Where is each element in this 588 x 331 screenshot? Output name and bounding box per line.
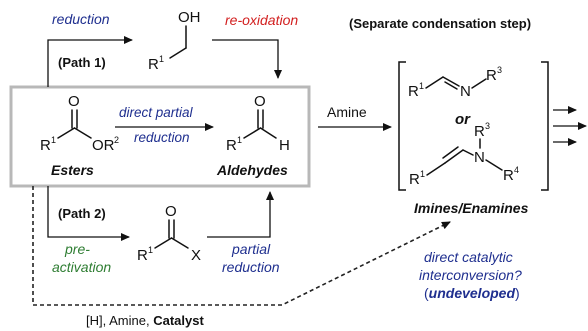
enamine-structure: R 1 N R 3 R 4	[409, 121, 519, 188]
reoxidation-arrow	[212, 39, 282, 79]
svg-text:N: N	[474, 149, 485, 166]
svg-text:1: 1	[51, 135, 56, 145]
left-bracket	[398, 61, 406, 191]
svg-text:R: R	[474, 123, 485, 140]
svg-text:O: O	[165, 203, 177, 220]
label-reagents: [H], Amine, Catalyst	[86, 313, 204, 328]
alcohol-structure: OH R 1	[148, 9, 201, 73]
label-esters: Esters	[51, 162, 94, 178]
svg-text:1: 1	[237, 135, 242, 145]
right-bracket	[541, 61, 549, 191]
label-direct-partial: direct partial	[119, 105, 194, 120]
label-undeveloped: undeveloped	[429, 285, 516, 301]
svg-text:1: 1	[159, 54, 164, 64]
paren-open: (	[424, 285, 429, 301]
label-amine: Amine	[327, 104, 367, 120]
svg-text:R: R	[409, 171, 420, 188]
label-or: or	[455, 111, 471, 128]
svg-text:R: R	[486, 67, 497, 84]
label-aldehydes: Aldehydes	[216, 162, 288, 178]
path2-arrow	[47, 186, 130, 241]
svg-text:4: 4	[514, 165, 519, 175]
label-path1: (Path 1)	[58, 55, 106, 70]
label-undeveloped-line: (undeveloped)	[424, 285, 520, 301]
reagents-prefix: [H], Amine,	[86, 313, 153, 328]
label-separate-step: (Separate condensation step)	[349, 16, 531, 31]
label-re-oxidation: re-oxidation	[225, 12, 298, 28]
svg-text:X: X	[191, 247, 201, 264]
svg-text:3: 3	[497, 65, 502, 75]
svg-text:2: 2	[114, 135, 119, 145]
paren-close: )	[515, 285, 520, 301]
svg-text:O: O	[68, 93, 80, 110]
svg-text:H: H	[279, 137, 290, 154]
label-imines-enamines: Imines/Enamines	[414, 200, 529, 216]
label-direct-catalytic: direct catalytic	[424, 249, 513, 265]
svg-text:N: N	[460, 83, 471, 100]
svg-text:R: R	[408, 83, 419, 100]
svg-text:3: 3	[485, 121, 490, 131]
label-interconversion: interconversion?	[419, 267, 522, 283]
svg-text:O: O	[254, 93, 266, 110]
path1-arrow	[47, 36, 133, 87]
label-pre: pre-	[64, 241, 90, 257]
svg-text:R: R	[40, 137, 51, 154]
svg-text:R: R	[503, 167, 514, 184]
svg-text:R: R	[137, 247, 148, 264]
acyl-x-structure: O R 1 X	[137, 203, 201, 264]
dashed-catalytic-arrow	[32, 186, 451, 306]
partial-reduction-arrow	[207, 191, 274, 238]
label-reduction: reduction	[52, 11, 110, 27]
ester-aldehyde-box	[9, 85, 311, 188]
label-partial: partial	[231, 241, 271, 257]
svg-text:R: R	[226, 137, 237, 154]
svg-text:OR: OR	[92, 137, 115, 154]
label-reduction-2: reduction	[134, 130, 190, 145]
svg-text:R: R	[148, 56, 159, 73]
svg-text:1: 1	[420, 169, 425, 179]
svg-text:1: 1	[148, 245, 153, 255]
label-activation: activation	[52, 259, 111, 275]
aldehyde-structure: O R 1 H	[226, 93, 290, 154]
label-catalyst: Catalyst	[153, 313, 204, 328]
svg-text:1: 1	[419, 81, 424, 91]
label-path2: (Path 2)	[58, 206, 106, 221]
imine-structure: R 1 N R 3	[408, 65, 502, 100]
ester-structure: O R 1 OR 2	[40, 93, 119, 154]
label-partial-reduction: reduction	[222, 259, 280, 275]
svg-text:OH: OH	[178, 9, 201, 26]
